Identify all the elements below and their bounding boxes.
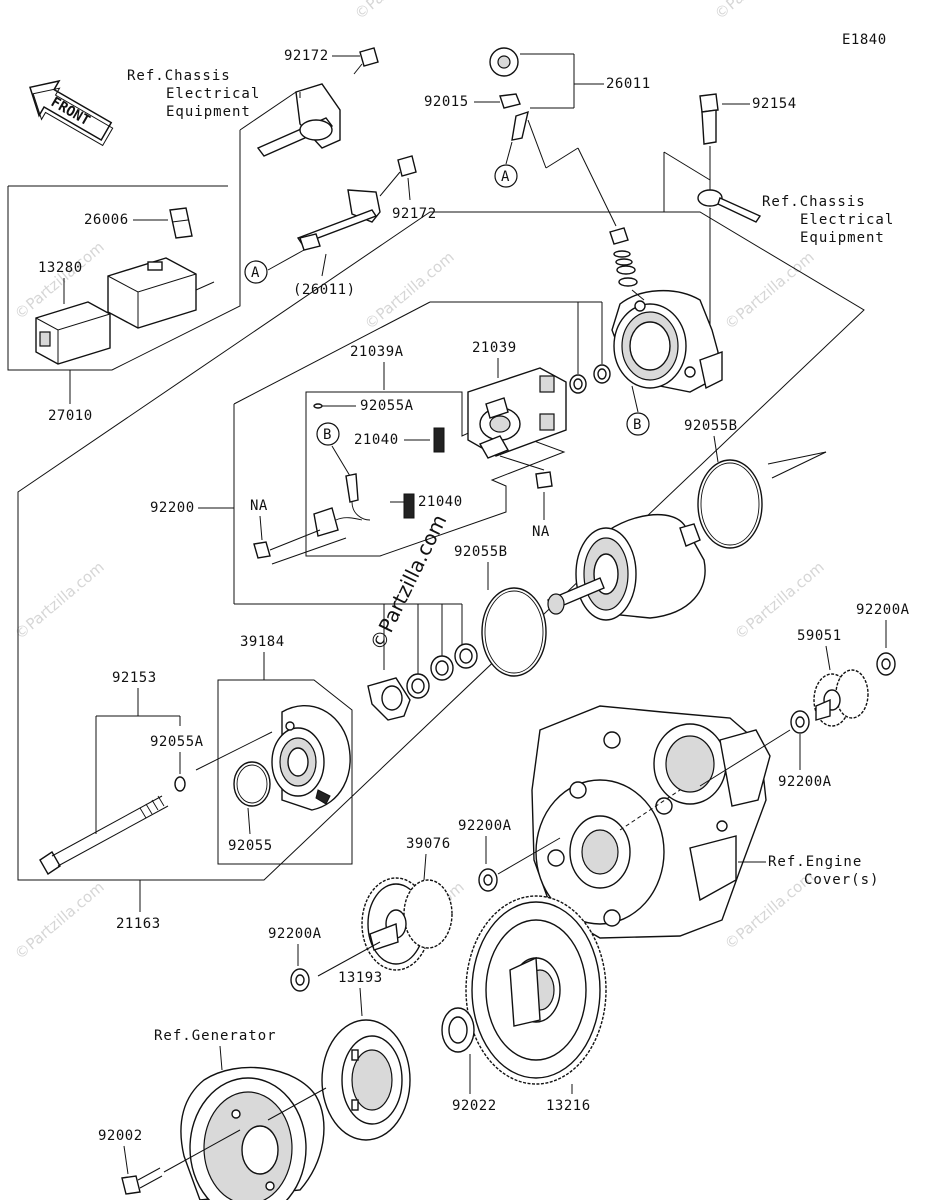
watermark: ©Partzilla.com [11, 878, 108, 963]
callout-a-top: A [501, 169, 510, 185]
part-label-92055A-left: 92055A [150, 734, 204, 750]
fuse-26006 [169, 207, 193, 239]
ref-chassis2-line2: Electrical [800, 212, 894, 228]
idle-gear-59051 [813, 669, 869, 727]
part-label-92055: 92055 [228, 838, 273, 854]
oring-92055B-mid [481, 587, 547, 677]
watermark: ©Partzilla.com [11, 558, 108, 643]
watermark: ©Partzilla.com [361, 248, 458, 333]
diagram-code: E1840 [842, 32, 887, 48]
part-label-27010: 27010 [48, 408, 93, 424]
chassis-bracket [256, 83, 341, 157]
part-label-92002: 92002 [98, 1128, 143, 1144]
cable-end [511, 110, 529, 141]
part-label-92200A-mid: 92200A [778, 774, 832, 790]
starter-yoke [575, 514, 706, 621]
bolt-92172-top [353, 47, 379, 75]
oring-92055 [233, 761, 271, 807]
ref-chassis2-line3: Equipment [800, 230, 885, 246]
screw-na-right [499, 455, 553, 489]
ref-chassis2-line1: Ref.Chassis [762, 194, 866, 210]
part-label-21163: 21163 [116, 916, 161, 932]
part-label-13280: 13280 [38, 260, 83, 276]
part-label-92055B-mid: 92055B [454, 544, 508, 560]
washer-92022 [441, 1007, 475, 1053]
starter-cable [296, 155, 417, 251]
starter-end-cover [611, 290, 723, 393]
part-label-92172-top: 92172 [284, 48, 329, 64]
part-label-92015: 92015 [424, 94, 469, 110]
ref-chassis-line3: Equipment [166, 104, 251, 120]
bolt-92154 [699, 93, 719, 145]
nut-92015 [499, 93, 521, 109]
screw-na-left [253, 529, 321, 559]
cable-terminal [489, 47, 519, 77]
long-bolt-92153 [39, 795, 169, 875]
na-label-left: NA [250, 498, 268, 514]
starter-relay [107, 257, 215, 329]
part-label-26011-top: 26011 [606, 76, 651, 92]
brush-spring-bot [403, 493, 415, 519]
part-label-92200A-left: 92200A [268, 926, 322, 942]
bolt-92002 [121, 1167, 163, 1195]
brush-holder-21039 [467, 367, 567, 459]
part-label-21040-bot: 21040 [418, 494, 463, 510]
ref-chassis-line2: Electrical [166, 86, 260, 102]
callout-b-right: B [633, 417, 642, 433]
armature-shaft [547, 577, 605, 615]
part-label-39076: 39076 [406, 836, 451, 852]
generator-rotor [180, 1066, 325, 1200]
ref-chassis-line1: Ref.Chassis [127, 68, 231, 84]
starter-front-cover [271, 705, 351, 811]
ref-generator: Ref.Generator [154, 1028, 277, 1044]
part-label-59051: 59051 [797, 628, 842, 644]
ref-engine-line2: Cover(s) [804, 872, 879, 888]
watermark: ©Partzilla.com [351, 0, 448, 23]
washer-stack [367, 643, 478, 721]
oring-92055B-top [697, 459, 763, 549]
part-label-13193: 13193 [338, 970, 383, 986]
part-label-92055B-top: 92055B [684, 418, 738, 434]
part-label-92055A-top: 92055A [360, 398, 414, 414]
part-label-92172-mid: 92172 [392, 206, 437, 222]
part-label-92200A-right: 92200A [856, 602, 910, 618]
part-label-21039A: 21039A [350, 344, 404, 360]
front-arrow-icon: FRONT [29, 79, 114, 147]
engine-cover [531, 705, 771, 939]
part-label-13216: 13216 [546, 1098, 591, 1114]
relay-cover-13280 [35, 301, 111, 365]
starter-clutch-gear-13216 [465, 895, 607, 1085]
part-label-92153: 92153 [112, 670, 157, 686]
part-label-39184: 39184 [240, 634, 285, 650]
part-label-21040-top: 21040 [354, 432, 399, 448]
callout-a-left: A [251, 265, 260, 281]
watermark-main: ©Partzilla.com [365, 511, 451, 655]
ref-engine-line1: Ref.Engine [768, 854, 862, 870]
part-label-92200: 92200 [150, 500, 195, 516]
one-way-clutch-13193 [321, 1019, 411, 1141]
reduction-gear-39076 [361, 877, 453, 971]
callout-b-left: B [323, 427, 332, 443]
part-label-21039: 21039 [472, 340, 517, 356]
part-label-26006: 26006 [84, 212, 129, 228]
part-label-92200A-center: 92200A [458, 818, 512, 834]
brush-lead [313, 473, 371, 537]
part-label-92022: 92022 [452, 1098, 497, 1114]
terminal-stack [609, 227, 638, 287]
watermark: ©Partzilla.com [711, 0, 808, 23]
brush-spring-top [433, 427, 445, 453]
washers-end-cover [569, 364, 611, 394]
na-label-right: NA [532, 524, 550, 540]
ground-terminal [697, 189, 762, 223]
watermark: ©Partzilla.com [721, 248, 818, 333]
part-label-92154: 92154 [752, 96, 797, 112]
